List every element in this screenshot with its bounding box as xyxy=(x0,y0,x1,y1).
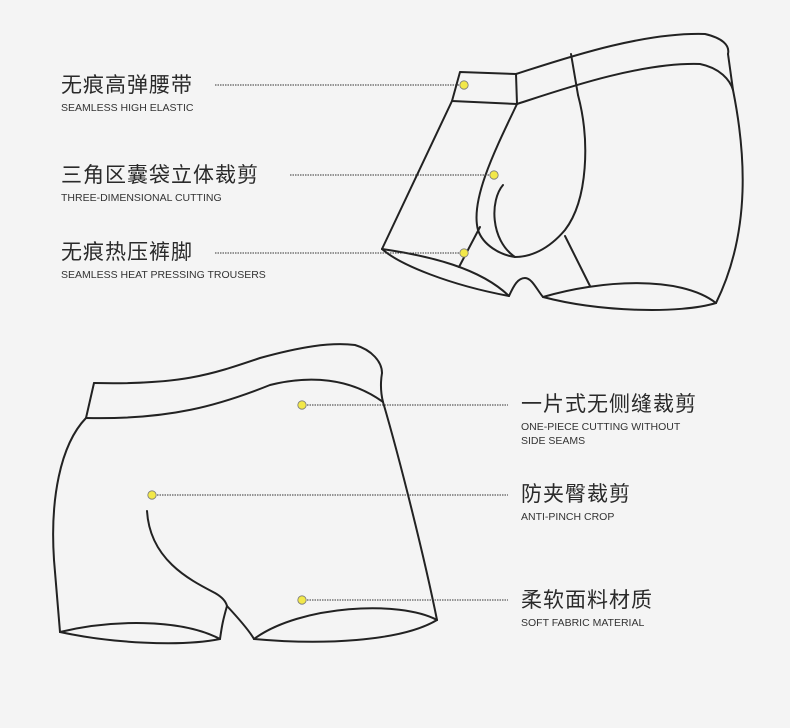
marker-dots xyxy=(147,80,499,605)
feature-title-en: SOFT FABRIC MATERIAL xyxy=(521,617,645,629)
feature-title-en: ONE-PIECE CUTTING WITHOUT SIDE SEAMS xyxy=(521,421,681,447)
marker-dot-waistband xyxy=(459,80,469,90)
leader-lines xyxy=(152,84,508,601)
marker-dot-side-seam xyxy=(297,400,307,410)
marker-dot-leg-hem xyxy=(459,248,469,258)
feature-title-zh: 无痕高弹腰带 xyxy=(61,73,193,97)
feature-label-3d-cutting: 三角区囊袋立体裁剪 THREE-DIMENSIONAL CUTTING xyxy=(61,163,259,205)
feature-title-en: THREE-DIMENSIONAL CUTTING xyxy=(61,192,222,204)
feature-title-zh: 无痕热压裤脚 xyxy=(61,240,193,264)
back-view-drawing xyxy=(52,343,438,645)
feature-title-en: SEAMLESS HEAT PRESSING TROUSERS xyxy=(61,269,266,281)
feature-title-zh: 一片式无侧缝裁剪 xyxy=(521,392,697,416)
feature-title-zh: 防夹臀裁剪 xyxy=(521,482,631,506)
feature-title-zh: 三角区囊袋立体裁剪 xyxy=(61,163,259,187)
feature-label-soft-fabric: 柔软面料材质 SOFT FABRIC MATERIAL xyxy=(521,588,653,630)
marker-dot-pouch xyxy=(489,170,499,180)
marker-dot-anti-pinch xyxy=(147,490,157,500)
feature-label-anti-pinch: 防夹臀裁剪 ANTI-PINCH CROP xyxy=(521,482,631,524)
marker-dot-fabric xyxy=(297,595,307,605)
feature-title-zh: 柔软面料材质 xyxy=(521,588,653,612)
feature-title-en: ANTI-PINCH CROP xyxy=(521,511,615,523)
feature-label-waistband: 无痕高弹腰带 SEAMLESS HIGH ELASTIC xyxy=(61,73,193,115)
feature-label-leg-hem: 无痕热压裤脚 SEAMLESS HEAT PRESSING TROUSERS xyxy=(61,240,266,282)
feature-title-en: SEAMLESS HIGH ELASTIC xyxy=(61,102,194,114)
front-view-drawing xyxy=(381,32,744,311)
feature-label-one-piece: 一片式无侧缝裁剪 ONE-PIECE CUTTING WITHOUT SIDE … xyxy=(521,392,701,448)
